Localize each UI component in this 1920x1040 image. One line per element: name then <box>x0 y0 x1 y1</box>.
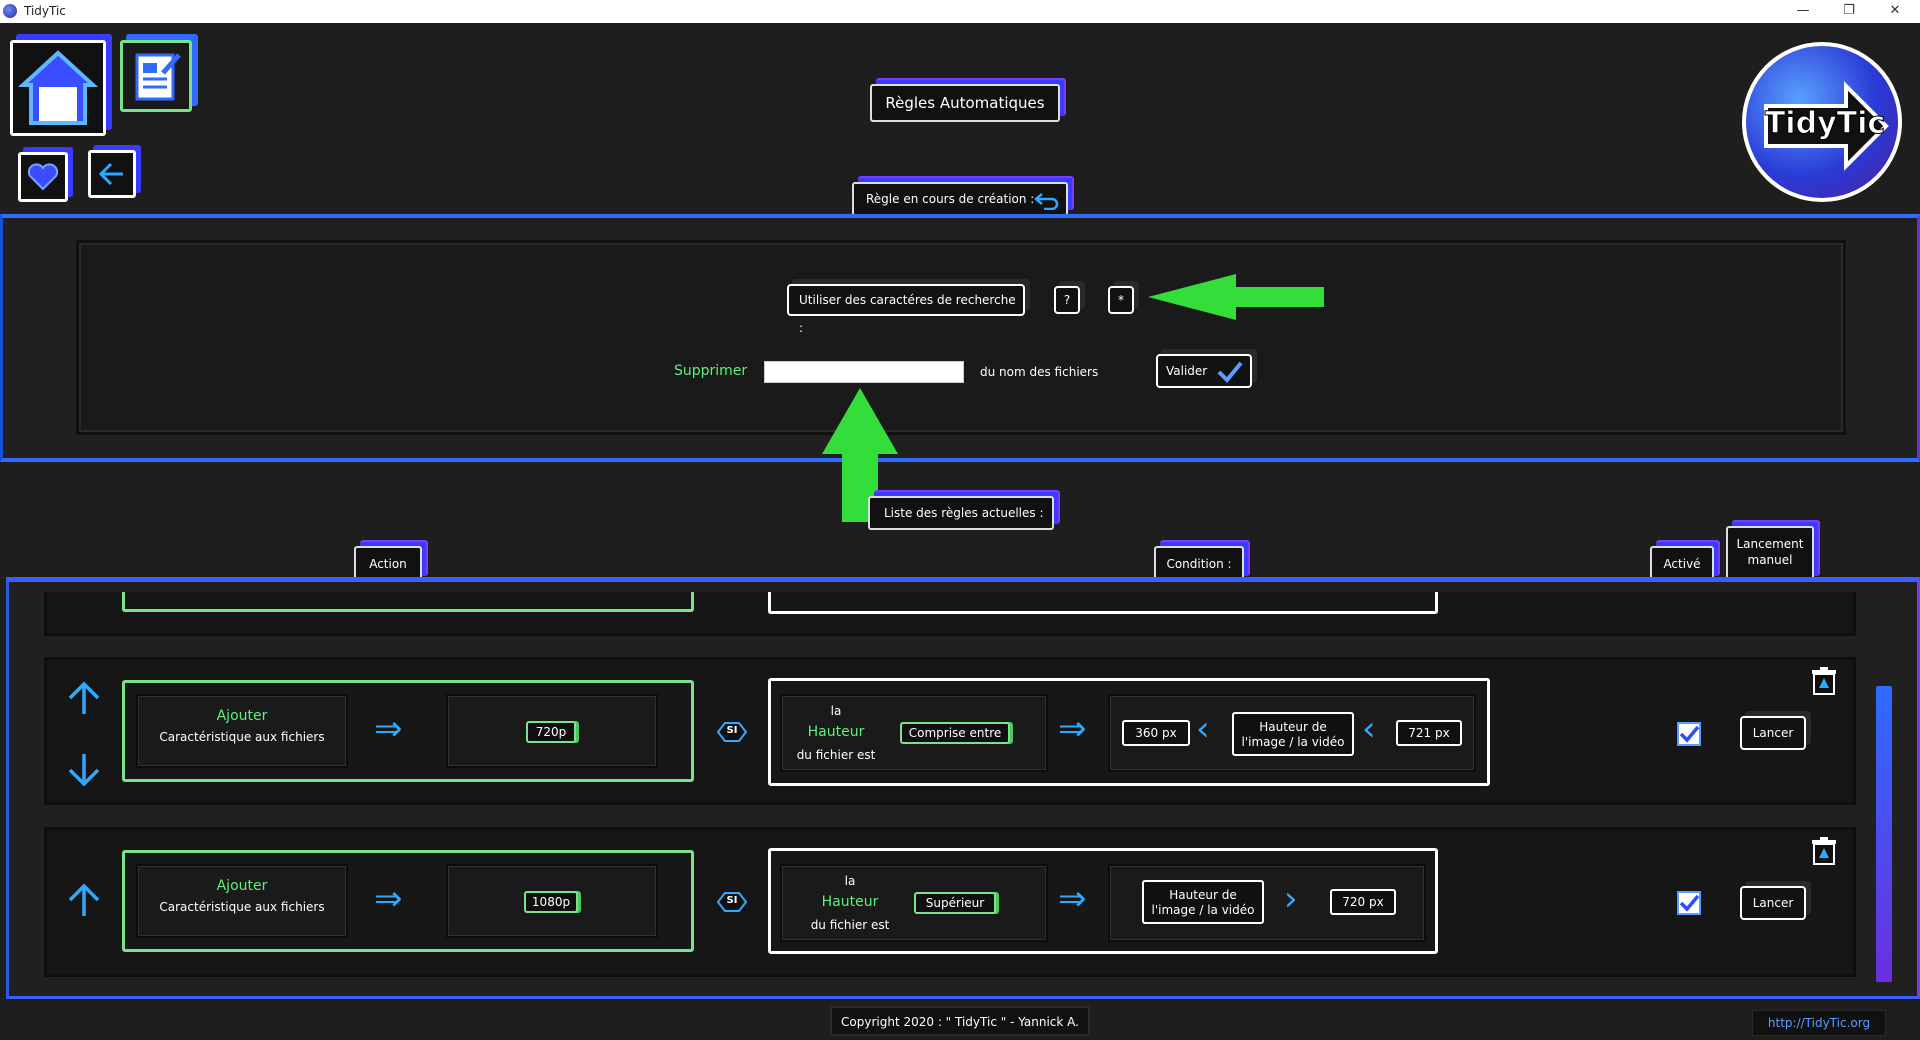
si-label: SI <box>726 725 738 736</box>
move-up-icon[interactable] <box>66 882 102 918</box>
copyright: Copyright 2020 : " TidyTic " - Yannick A… <box>830 1006 1090 1036</box>
condition-arrow-icon: ⇒ <box>1058 709 1087 749</box>
checkmark-icon <box>1217 361 1243 383</box>
cond-tail: du fichier est <box>796 748 876 762</box>
action-verb: Ajouter <box>216 878 268 894</box>
field-line1: Hauteur de <box>1169 888 1237 902</box>
green-arrow-left-annotation <box>1148 274 1324 320</box>
action-verb: Ajouter <box>216 708 268 724</box>
greater-than-icon: › <box>1284 879 1298 919</box>
active-checkbox[interactable] <box>1676 890 1702 916</box>
window-title-bar: TidyTic — ❐ ✕ <box>0 0 1920 23</box>
less-than-icon: ‹ <box>1362 709 1376 749</box>
minimize-button[interactable]: — <box>1796 3 1810 18</box>
cond-tail: du fichier est <box>810 918 890 932</box>
app-icon <box>3 4 17 18</box>
active-checkbox[interactable] <box>1676 721 1702 747</box>
action-value-pill[interactable]: 1080p <box>524 891 578 913</box>
trash-icon[interactable] <box>1810 666 1838 696</box>
favorites-button[interactable] <box>18 152 68 202</box>
home-button[interactable] <box>10 40 106 136</box>
green-arrow-up-annotation <box>822 388 898 522</box>
field-line2: l'image / la vidéo <box>1241 735 1345 749</box>
partial-action-box <box>122 592 694 612</box>
undo-icon[interactable] <box>1034 190 1060 210</box>
page-title: Règles Automatiques <box>870 84 1060 122</box>
col-action-header: Action <box>354 546 422 582</box>
run-rule-button[interactable]: Lancer <box>1740 716 1806 750</box>
website-link[interactable]: http://TidyTic.org <box>1752 1010 1886 1036</box>
condition-arrow-icon: ⇒ <box>1058 879 1087 919</box>
heart-icon <box>27 163 59 191</box>
field-line2: l'image / la vidéo <box>1151 903 1255 917</box>
tidytic-logo: TidyTic <box>1742 42 1902 202</box>
partial-condition-box <box>768 592 1438 614</box>
cond-prop: Hauteur <box>807 724 865 740</box>
action-supprimer-label: Supprimer <box>674 363 748 379</box>
trash-icon[interactable] <box>1810 836 1838 866</box>
min-value-pill[interactable]: 360 px <box>1122 720 1190 746</box>
field-line1: Hauteur de <box>1259 720 1327 734</box>
comparator-pill[interactable]: Comprise entre <box>900 722 1010 744</box>
validate-label: Valider <box>1166 364 1208 378</box>
move-up-icon[interactable] <box>66 680 102 716</box>
list-scrollbar[interactable] <box>1876 686 1892 982</box>
move-down-icon[interactable] <box>66 752 102 788</box>
home-icon <box>17 50 99 125</box>
action-arrow-icon: ⇒ <box>374 709 403 749</box>
close-button[interactable]: ✕ <box>1889 3 1901 18</box>
wildcard-question-button[interactable]: ? <box>1054 286 1080 314</box>
rule-creator-inner <box>76 240 1846 435</box>
remove-text-input[interactable] <box>764 361 964 383</box>
action-type-box: Ajouter Caractéristique aux fichiers <box>136 864 348 938</box>
si-connector-icon <box>716 722 748 742</box>
si-connector-icon <box>716 892 748 912</box>
search-chars-label: Utiliser des caractéres de recherche : <box>787 284 1025 335</box>
action-desc: Caractéristique aux fichiers <box>159 730 325 744</box>
cond-la: la <box>844 874 856 888</box>
col-manual-header: Lancement manuel <box>1726 526 1814 582</box>
window-title: TidyTic <box>24 4 66 18</box>
run-rule-button[interactable]: Lancer <box>1740 886 1806 920</box>
action-value-box <box>446 694 658 768</box>
less-than-icon: ‹ <box>1196 709 1210 749</box>
max-value-pill[interactable]: 721 px <box>1396 720 1462 746</box>
field-pill: Hauteur de l'image / la vidéo <box>1142 880 1264 924</box>
restore-button[interactable]: ❐ <box>1843 3 1855 18</box>
threshold-value-pill[interactable]: 720 px <box>1330 889 1396 915</box>
col-manual-line2: manuel <box>1747 553 1793 567</box>
si-label: SI <box>726 895 738 906</box>
rule-row-partial <box>44 592 1856 636</box>
cond-la: la <box>830 704 842 718</box>
logo-arrow-icon <box>1764 81 1889 171</box>
rule-creation-text: Règle en cours de création : <box>866 192 1035 206</box>
field-pill: Hauteur de l'image / la vidéo <box>1232 712 1354 756</box>
validate-button[interactable]: Valider <box>1156 354 1252 388</box>
action-desc: Caractéristique aux fichiers <box>159 900 325 914</box>
col-manual-line1: Lancement <box>1736 537 1804 551</box>
rule-creation-label: Règle en cours de création : <box>852 182 1068 216</box>
document-edit-icon <box>135 53 181 101</box>
back-button[interactable] <box>88 150 136 198</box>
action-type-box: Ajouter Caractéristique aux fichiers <box>136 694 348 768</box>
action-arrow-icon: ⇒ <box>374 879 403 919</box>
comparator-pill[interactable]: Supérieur <box>914 892 996 914</box>
suffix-label: du nom des fichiers <box>980 365 1099 379</box>
logo-text: TidyTic <box>1764 106 1886 142</box>
rules-list-title: Liste des règles actuelles : <box>868 496 1054 530</box>
action-value-pill[interactable]: 720p <box>526 721 576 743</box>
rules-editor-button[interactable] <box>120 40 192 112</box>
arrow-left-icon <box>98 162 123 186</box>
wildcard-star-button[interactable]: * <box>1108 286 1134 314</box>
cond-prop: Hauteur <box>821 894 879 910</box>
